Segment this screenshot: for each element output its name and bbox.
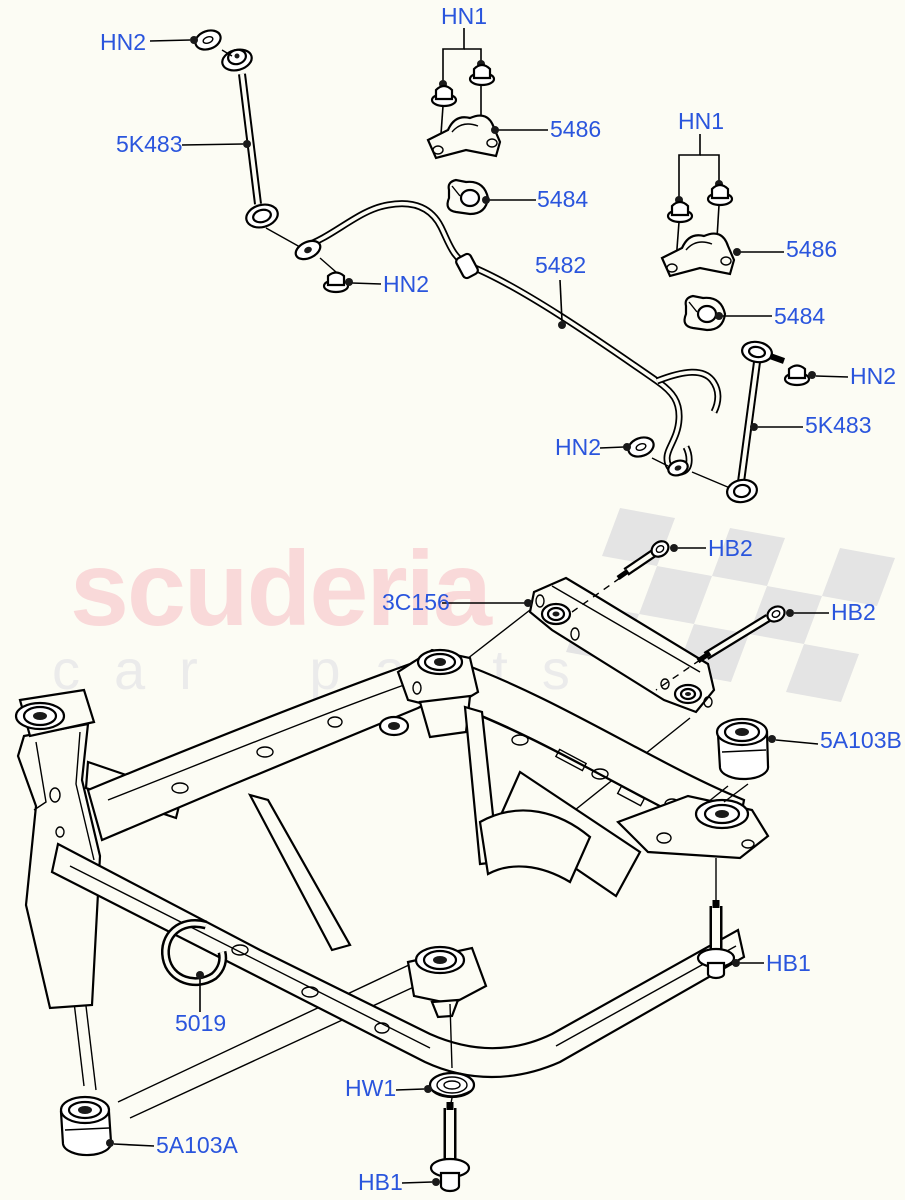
subframe-crossmember [14, 609, 770, 1119]
callout-hb1-right: HB1 [766, 950, 811, 976]
bolt-hb2-lower [655, 605, 786, 691]
callout-5019: 5019 [175, 1010, 227, 1036]
callout-5484-right: 5484 [774, 303, 826, 329]
washer-hn2-top-left [194, 29, 222, 51]
callout-hn2-right: HN2 [850, 363, 897, 389]
callout-5k483-right: 5K483 [805, 412, 872, 438]
watermark-brand: scuderia [70, 530, 492, 648]
callout-hw1: HW1 [345, 1075, 397, 1101]
callout-hn2-mid-bottom: HN2 [555, 434, 602, 460]
stabilizer-link-left [221, 48, 279, 229]
bushing-5484-right [683, 294, 727, 332]
washer-hw1 [428, 1003, 476, 1099]
callout-hb2-lower: HB2 [831, 599, 876, 625]
bracket-5486-top [426, 114, 502, 160]
subframe-top-centre-bushing [416, 648, 464, 676]
bushing-5a103a [59, 1095, 113, 1157]
callout-5a103a: 5A103A [156, 1132, 238, 1158]
subframe-centre-bushing [414, 945, 466, 975]
callout-hn1-right: HN1 [678, 108, 725, 134]
bolt-hb2-upper [571, 540, 670, 613]
callout-hb2-upper: HB2 [708, 535, 753, 561]
callout-5482-bar: 5482 [535, 252, 587, 278]
subframe-front-left-bushing [14, 701, 66, 731]
bracket-5486-right [660, 232, 736, 278]
callout-5k483-left: 5K483 [116, 131, 183, 157]
subframe-rear-right-bushing [694, 798, 750, 830]
bolt-hb1-bottom [429, 1097, 471, 1193]
callout-5a103b: 5A103B [820, 727, 902, 753]
callout-3c156: 3C156 [382, 589, 450, 615]
callout-hb1-bottom: HB1 [358, 1169, 403, 1195]
bracket-3c156 [528, 576, 716, 714]
bushing-5484-top [446, 178, 490, 216]
leader-lines [106, 36, 849, 1186]
nut-hn2-right [783, 364, 811, 387]
stabilizer-link-right [726, 340, 786, 504]
nut-hn2-mid-left [322, 271, 350, 294]
callout-5486-top: 5486 [550, 116, 602, 142]
checkered-flag-watermark [566, 508, 895, 702]
callout-hn1-top: HN1 [441, 3, 488, 29]
callout-5486-right: 5486 [786, 236, 838, 262]
stabilizer-bar-5482 [265, 200, 731, 489]
clamp-5019 [160, 919, 228, 987]
callout-hn2-mid-left: HN2 [383, 271, 430, 297]
callout-hn2-top-left: HN2 [100, 29, 147, 55]
callout-5484-top: 5484 [537, 186, 589, 212]
bolt-hb1-right [696, 858, 736, 980]
bushing-5a103b [707, 717, 770, 803]
washer-hn2-mid-bottom [627, 436, 655, 458]
